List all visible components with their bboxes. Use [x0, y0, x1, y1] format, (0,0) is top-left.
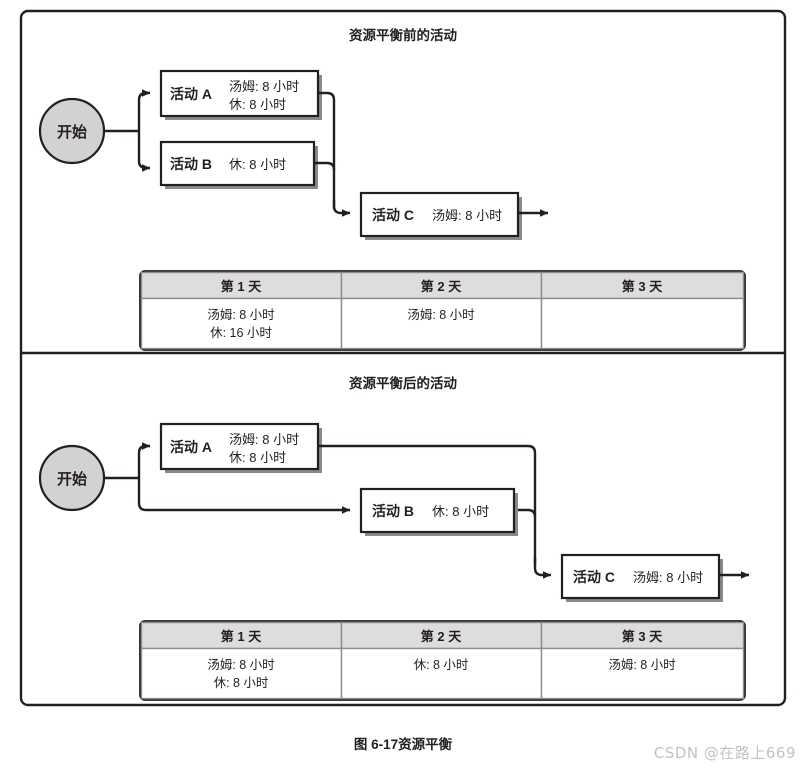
table-body-cell-after-2 — [540, 647, 745, 700]
panel-title-after: 资源平衡后的活动 — [349, 375, 457, 391]
activity-c-detail1-before: 汤姆: 8 小时 — [432, 208, 502, 223]
table-header-cell-after-2 — [540, 621, 745, 650]
connector-start-to-b-before — [137, 131, 151, 172]
activity-box-c-before: 活动 C 汤姆: 8 小时 — [359, 191, 522, 240]
table-header-label-before-0: 第 1 天 — [221, 279, 262, 294]
connector-start-to-a-after — [137, 442, 151, 478]
table-body-cell-after-0 — [140, 647, 343, 700]
table-header-label-before-1: 第 2 天 — [421, 279, 462, 294]
activity-b-detail1-after: 休: 8 小时 — [432, 504, 489, 519]
connector-merge-to-c-after — [533, 558, 552, 579]
table-header-cell-after-0 — [140, 621, 343, 650]
table-cell-line1-after-2: 汤姆: 8 小时 — [608, 658, 676, 672]
table-cell-line1-before-1: 汤姆: 8 小时 — [407, 308, 475, 322]
csdn-watermark: CSDN @在路上669 — [653, 744, 796, 762]
schedule-table-before: 第 1 天 第 2 天 第 3 天 汤姆: 8 小时 休: 16 小时 汤姆: … — [139, 270, 746, 351]
connector-start-to-a-before — [137, 89, 151, 131]
figure-caption: 图 6-17资源平衡 — [354, 736, 453, 752]
activity-b-name-after: 活动 B — [372, 503, 414, 519]
table-header-cell-before-2 — [540, 271, 745, 300]
table-cell-line2-after-0: 休: 8 小时 — [214, 676, 269, 690]
activity-a-detail2-after: 休: 8 小时 — [229, 450, 286, 465]
table-header-label-after-1: 第 2 天 — [421, 629, 462, 644]
table-header-label-before-2: 第 3 天 — [622, 279, 663, 294]
table-cell-line2-before-0: 休: 16 小时 — [210, 326, 272, 340]
activity-a-detail1-before: 汤姆: 8 小时 — [229, 79, 299, 94]
table-body-cell-before-2 — [540, 297, 745, 350]
activity-a-detail2-before: 休: 8 小时 — [229, 97, 286, 112]
table-cell-line1-before-0: 汤姆: 8 小时 — [207, 308, 275, 322]
activity-c-name-after: 活动 C — [573, 569, 615, 585]
activity-a-name-after: 活动 A — [170, 439, 212, 455]
activity-b-name-before: 活动 B — [170, 156, 212, 172]
activity-c-detail1-after: 汤姆: 8 小时 — [633, 570, 703, 585]
activity-a-name-before: 活动 A — [170, 86, 212, 102]
table-body-cell-before-0 — [140, 297, 343, 350]
table-cell-line1-after-1: 休: 8 小时 — [414, 658, 469, 672]
activity-b-detail1-before: 休: 8 小时 — [229, 157, 286, 172]
start-node-before: 开始 — [38, 97, 106, 165]
connector-a-to-c-after — [318, 444, 537, 565]
schedule-table-after: 第 1 天 第 2 天 第 3 天 汤姆: 8 小时 休: 8 小时 休: 8 … — [139, 620, 746, 701]
activity-box-a-before: 活动 A 汤姆: 8 小时 休: 8 小时 — [159, 69, 322, 120]
connector-b-to-c-before — [314, 161, 336, 171]
panel-title-before: 资源平衡前的活动 — [349, 27, 457, 43]
start-node-label-before: 开始 — [57, 123, 87, 141]
activity-box-b-after: 活动 B 休: 8 小时 — [359, 487, 518, 536]
table-body-cell-after-1 — [340, 647, 543, 700]
connector-merge-to-c-before — [332, 200, 351, 217]
table-header-label-after-2: 第 3 天 — [622, 629, 663, 644]
connector-a-to-c-before — [318, 91, 336, 209]
table-body-cell-before-1 — [340, 297, 543, 350]
activity-box-c-after: 活动 C 汤姆: 8 小时 — [560, 553, 723, 602]
activity-box-a-after: 活动 A 汤姆: 8 小时 休: 8 小时 — [159, 422, 322, 473]
connector-start-to-b-after — [137, 478, 351, 514]
activity-box-b-before: 活动 B 休: 8 小时 — [159, 140, 318, 189]
table-cell-line1-after-0: 汤姆: 8 小时 — [207, 658, 275, 672]
activity-a-detail1-after: 汤姆: 8 小时 — [229, 432, 299, 447]
table-header-label-after-0: 第 1 天 — [221, 629, 262, 644]
activity-c-name-before: 活动 C — [372, 207, 414, 223]
start-node-after: 开始 — [38, 444, 106, 512]
start-node-label-after: 开始 — [57, 470, 87, 488]
connector-b-to-c-after — [518, 508, 537, 518]
